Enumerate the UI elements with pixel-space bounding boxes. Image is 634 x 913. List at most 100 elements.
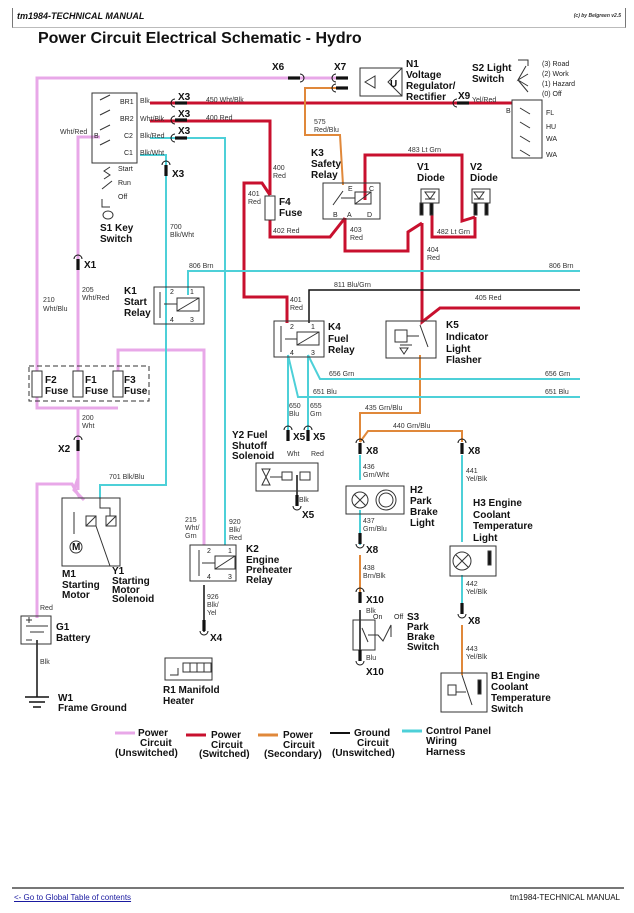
wire-label: 651 Blu [545, 389, 569, 396]
component-label: Fuse [85, 386, 109, 397]
b1-coolant-temperature-switch [440, 672, 488, 713]
component-label: Park [410, 496, 432, 507]
wire-label: 402 Red [273, 228, 300, 235]
connector-label: X8 [468, 616, 481, 627]
component-label: S2 Light [472, 63, 512, 74]
svg-text:(Switched): (Switched) [199, 749, 250, 760]
component-label: Temperature [473, 521, 533, 532]
k2-engine-preheater-relay [189, 544, 237, 582]
connector-label: X5 [293, 432, 306, 443]
wire-label: Blu [366, 655, 376, 662]
wire-806 [187, 270, 580, 295]
component-label: Fuel [328, 334, 349, 345]
legend: Power Circuit (Unswitched) Power Circuit… [115, 726, 491, 760]
component-label: F4 [279, 197, 291, 208]
pin-label: 2 [290, 324, 294, 331]
wire-label: Blk/Red [140, 133, 165, 140]
k1-start-relay [153, 286, 205, 325]
k3-safety-relay [322, 182, 381, 220]
k5-indicator-light-flasher [385, 320, 437, 359]
wire-label: Wht/ [185, 525, 199, 532]
component-label: Engine [246, 555, 280, 566]
wire-403 [343, 218, 423, 253]
h2-park-brake-light [345, 485, 405, 515]
component-label: R1 Manifold [163, 685, 220, 696]
component-label: G1 [56, 622, 70, 633]
connector-label: X10 [366, 595, 384, 606]
wire-label: 405 Red [475, 295, 502, 302]
pin-label: 4 [290, 350, 294, 357]
component-label: Flasher [446, 355, 482, 366]
wire-label: Blk/Wht [170, 232, 194, 239]
wire-label: 403 [350, 227, 362, 234]
component-label: Start [124, 297, 147, 308]
component-label: B1 Engine [491, 671, 540, 682]
svg-text:Circuit: Circuit [140, 738, 172, 749]
component-label: K5 [446, 320, 459, 331]
wire-label: 655 [310, 403, 322, 410]
svg-text:Wiring: Wiring [426, 736, 457, 747]
connector-label: X3 [172, 169, 185, 180]
component-label: Rectifier [406, 92, 446, 103]
wire-483 [363, 153, 476, 224]
global-toc-link[interactable]: <- Go to Global Table of contents [14, 893, 132, 902]
wire-label: 482 Lt Grn [437, 229, 470, 236]
wire-label: Wht/Red [60, 129, 87, 136]
connector-label: X8 [468, 446, 481, 457]
component-label: Starting [62, 580, 100, 591]
u-symbol: U [390, 79, 397, 90]
component-label: Brake [410, 507, 438, 518]
connector-label: X2 [58, 444, 71, 455]
wire-main-unswitched [35, 76, 340, 408]
legend-item-control-panel: Control Panel Wiring Harness [402, 726, 491, 758]
wire-label: Blu [289, 411, 299, 418]
component-label: Light [473, 533, 498, 544]
component-label: V2 [470, 162, 483, 173]
wire-label: Blk [366, 608, 376, 615]
wire-label: Red [248, 199, 261, 206]
wire-label: 442 [466, 581, 478, 588]
wire-label: Blk [140, 98, 150, 105]
component-label: Diode [470, 173, 498, 184]
legend-item-power-secondary: Power Circuit (Secondary) [258, 730, 322, 760]
wire-label: Red [427, 255, 440, 262]
wire-label: Yel/Blk [466, 589, 488, 596]
pin-label: 1 [228, 548, 232, 555]
wire-c2 [150, 137, 226, 545]
component-label: M1 [62, 569, 76, 580]
wire-label: 651 Blu [313, 389, 337, 396]
footer-divider [12, 887, 624, 889]
wire-label: Red [290, 305, 303, 312]
component-label: Relay [311, 170, 338, 181]
component-label: Y2 Fuel [232, 430, 268, 441]
component-label: Motor [112, 585, 140, 596]
wire-label: Grn/Wht [363, 472, 389, 479]
component-label: Light [446, 344, 471, 355]
wire-label: Red [229, 535, 242, 542]
pin-label: 3 [311, 350, 315, 357]
wire-label: Yel [207, 610, 217, 617]
switch-position: (3) Road [542, 61, 569, 68]
v1-diode [419, 188, 440, 216]
pin-label: 1 [190, 289, 194, 296]
wire-g1-red [35, 482, 82, 618]
svg-text:Circuit: Circuit [211, 740, 243, 751]
page-title: Power Circuit Electrical Schematic - Hyd… [38, 30, 362, 47]
wire-label: 441 [466, 468, 478, 475]
svg-text:(Unswitched): (Unswitched) [332, 748, 395, 759]
k4-fuel-relay [273, 320, 325, 358]
connector-label: X9 [458, 91, 471, 102]
wire-label: Brn/Blk [363, 573, 386, 580]
switch-position: Off [394, 614, 403, 621]
svg-text:Power: Power [283, 730, 313, 741]
pin-label: D [367, 212, 372, 219]
wire-c1 [99, 154, 167, 498]
wire-label: 575 [314, 119, 326, 126]
wire-label: 437 [363, 518, 375, 525]
connector-label: X8 [366, 545, 379, 556]
pin-label: 4 [170, 317, 174, 324]
wire-label: 436 [363, 464, 375, 471]
manual-title: tm1984-TECHNICAL MANUAL [17, 11, 145, 21]
wire-label: Blk/ [207, 602, 219, 609]
component-label: Battery [56, 633, 91, 644]
